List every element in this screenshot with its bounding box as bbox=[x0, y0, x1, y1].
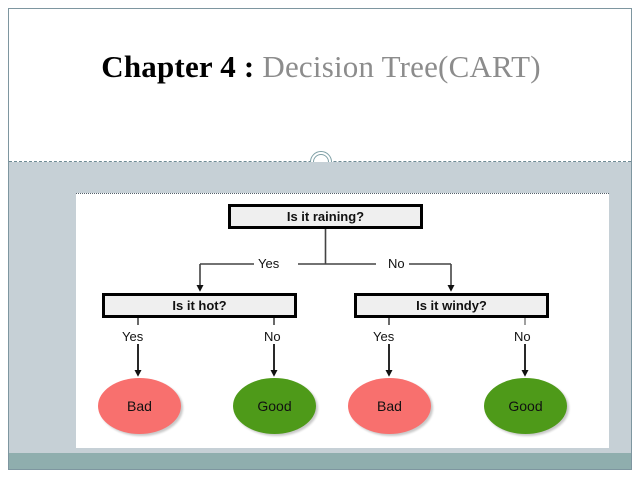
branch-label-hot-no: No bbox=[260, 329, 285, 344]
title-bold-part: Chapter 4 : bbox=[101, 49, 255, 84]
diagram-image-frame: Is it raining? Is it hot? Is it windy? Y… bbox=[76, 193, 609, 448]
branch-label-windy-no: No bbox=[510, 329, 535, 344]
tree-leaf-bad-hot-yes: Bad bbox=[98, 378, 181, 434]
title-area: Chapter 4 : Decision Tree(CART) bbox=[9, 9, 631, 161]
footer-band-dark bbox=[9, 453, 631, 469]
branch-label-hot-yes: Yes bbox=[118, 329, 148, 344]
tree-leaf-good-hot-no: Good bbox=[233, 378, 316, 434]
branch-label-root-yes: Yes bbox=[254, 256, 284, 271]
tree-node-root: Is it raining? bbox=[228, 204, 423, 229]
tree-leaf-good-windy-no: Good bbox=[484, 378, 567, 434]
page-title: Chapter 4 : Decision Tree(CART) bbox=[69, 47, 573, 86]
tree-node-is-it-hot: Is it hot? bbox=[102, 293, 297, 318]
title-light-part: Decision Tree(CART) bbox=[254, 49, 541, 84]
branch-label-root-no: No bbox=[384, 256, 409, 271]
tree-node-is-it-windy: Is it windy? bbox=[354, 293, 549, 318]
branch-label-windy-yes: Yes bbox=[369, 329, 399, 344]
slide: Chapter 4 : Decision Tree(CART) bbox=[8, 8, 632, 470]
tree-leaf-bad-windy-yes: Bad bbox=[348, 378, 431, 434]
